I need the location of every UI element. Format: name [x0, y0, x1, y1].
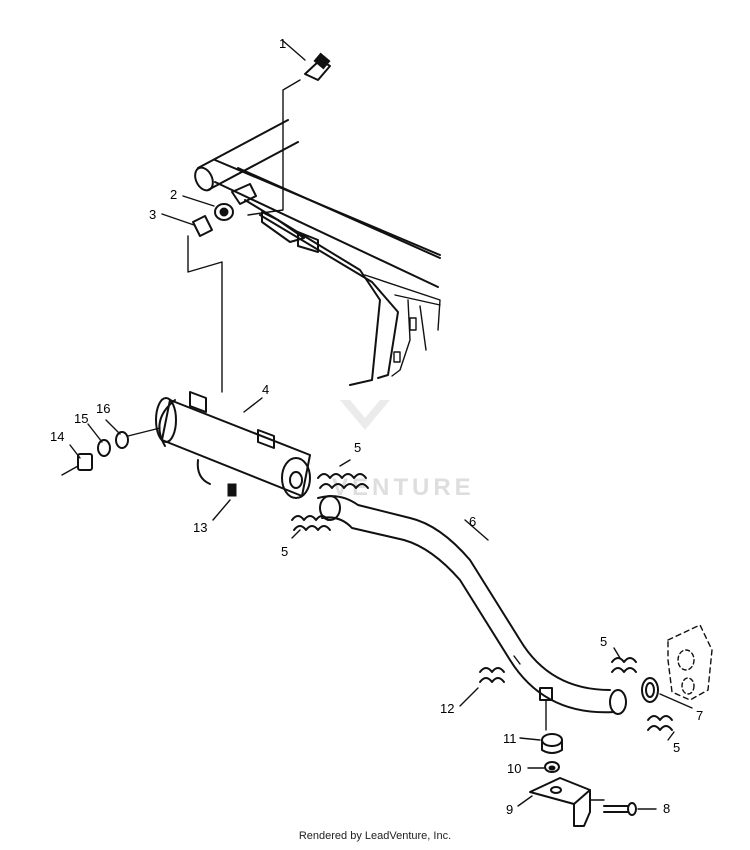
grommet-part-11: [519, 733, 563, 754]
spring-part-5-upper: [317, 459, 369, 489]
spring-part-5-right-lower: [647, 715, 675, 741]
callout-7: 7: [696, 708, 703, 723]
callout-15: 15: [74, 411, 88, 426]
bolt-part-1: [281, 39, 331, 81]
washer-part-16: [105, 419, 129, 449]
callout-14: 14: [50, 429, 64, 444]
callout-13: 13: [193, 520, 207, 535]
callout-3: 3: [149, 207, 156, 222]
nut-part-10: [527, 761, 560, 773]
callout-12: 12: [440, 701, 454, 716]
callout-8: 8: [663, 801, 670, 816]
spacer-part-3: [161, 213, 213, 237]
spring-part-12: [459, 667, 505, 707]
callout-2: 2: [170, 187, 177, 202]
callout-6: 6: [469, 514, 476, 529]
callout-5-d: 5: [673, 740, 680, 755]
callout-5-b: 5: [281, 544, 288, 559]
frame: [194, 119, 441, 386]
spring-part-5-right-upper: [611, 647, 637, 673]
callout-16: 16: [96, 401, 110, 416]
callout-4: 4: [262, 382, 269, 397]
bolt-part-8: [589, 799, 657, 816]
bracket-part-9: [517, 777, 591, 827]
washer-part-15: [87, 423, 111, 457]
callout-5-a: 5: [354, 440, 361, 455]
muffler-part-4: [155, 391, 311, 499]
head-pipe-part-6: [317, 495, 627, 715]
render-credit: Rendered by LeadVenture, Inc.: [298, 830, 452, 842]
callout-5-c: 5: [600, 634, 607, 649]
nut-part-14: [61, 444, 93, 476]
callout-10: 10: [507, 761, 521, 776]
grommet-part-2: [182, 195, 234, 221]
bolt-part-13: [212, 483, 237, 521]
engine-flange-outline: [667, 624, 713, 701]
callout-9: 9: [506, 802, 513, 817]
gasket-part-7: [641, 677, 693, 709]
spring-part-5-lower: [291, 515, 331, 539]
callout-labels: 1 2 3 4 5 5 5 5 6 7 8 9 10 11 12 13 14 1…: [50, 36, 703, 817]
callout-11: 11: [503, 731, 517, 746]
callout-1: 1: [279, 36, 286, 51]
